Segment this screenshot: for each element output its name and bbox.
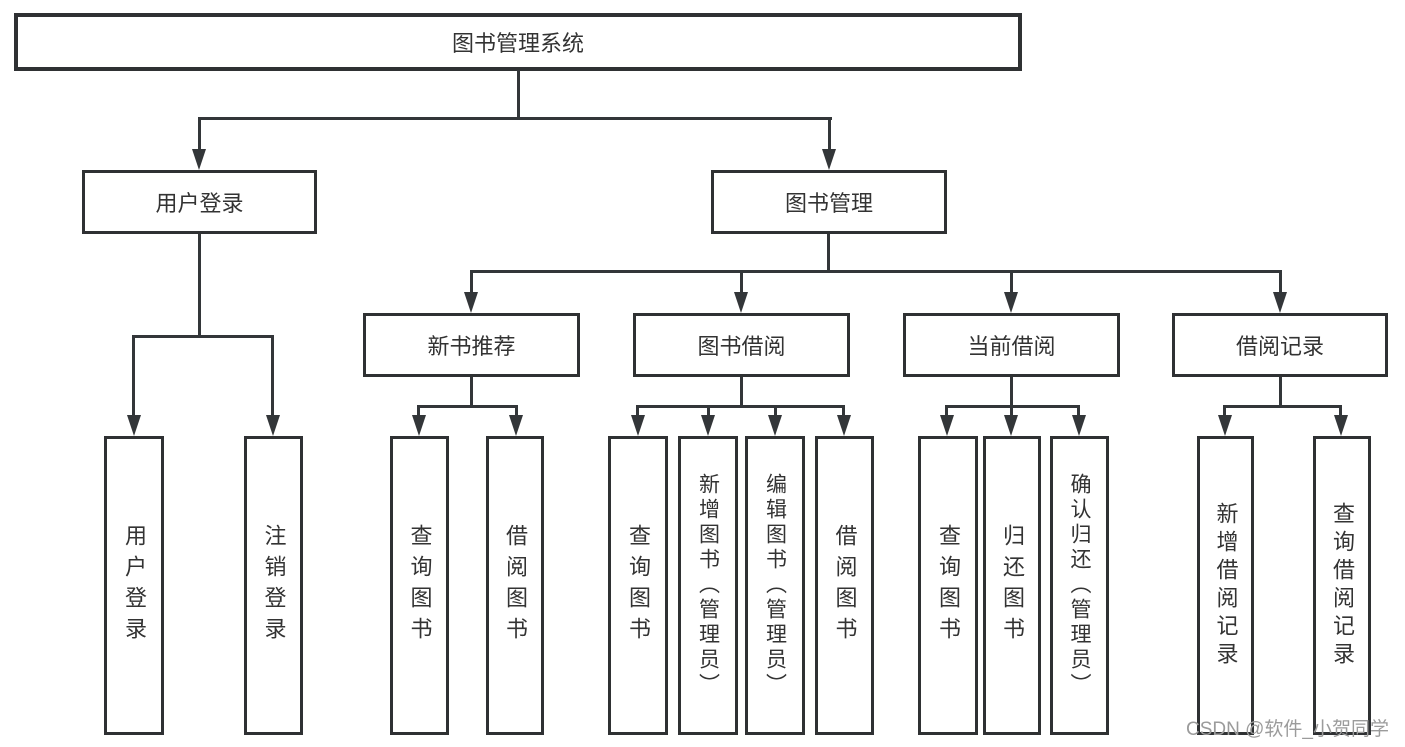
- node-borrowing-records: 借阅记录: [1172, 313, 1388, 377]
- connector-line: [740, 377, 743, 408]
- arrowhead-down-icon: [1072, 415, 1086, 436]
- connector-line: [1223, 405, 1342, 408]
- connector-line: [470, 377, 473, 408]
- arrowhead-down-icon: [1334, 415, 1348, 436]
- connector-line: [827, 234, 830, 272]
- node-label: 新书推荐: [427, 334, 516, 359]
- arrowhead-down-icon: [509, 415, 523, 436]
- node-label: 新增借阅记录: [1213, 501, 1239, 670]
- node-label: 当前借阅: [967, 334, 1056, 359]
- connector-line: [1010, 270, 1013, 294]
- node-new-book-recommendation: 新书推荐: [363, 313, 580, 377]
- node-label: 编辑图书（管理员）: [763, 473, 787, 698]
- node-leaf-add-borrow-record: 新增借阅记录: [1197, 436, 1254, 735]
- arrowhead-down-icon: [464, 292, 478, 313]
- node-label: 图书管理: [784, 191, 873, 216]
- arrowhead-down-icon: [734, 292, 748, 313]
- node-label: 新增图书（管理员）: [696, 473, 720, 698]
- arrowhead-down-icon: [1004, 415, 1018, 436]
- node-leaf-query-books-3: 查询图书: [918, 436, 978, 735]
- node-label: 借阅图书: [503, 523, 528, 648]
- node-book-management: 图书管理: [711, 170, 947, 234]
- node-label: 图书管理系统: [451, 31, 584, 56]
- connector-line: [417, 405, 518, 408]
- node-leaf-borrow-books-1: 借阅图书: [486, 436, 544, 735]
- connector-line: [198, 117, 201, 152]
- node-current-borrowing: 当前借阅: [903, 313, 1120, 377]
- connector-line: [417, 405, 420, 417]
- node-label: 注销登录: [261, 523, 287, 648]
- connector-line: [636, 405, 845, 408]
- connector-line: [198, 117, 832, 120]
- connector-line: [707, 405, 710, 417]
- node-label: 用户登录: [122, 523, 147, 648]
- node-leaf-query-books-2: 查询图书: [608, 436, 668, 735]
- connector-line: [1279, 377, 1282, 408]
- connector-line: [515, 405, 518, 417]
- connector-line: [828, 117, 831, 152]
- node-label: 借阅记录: [1235, 334, 1324, 359]
- connector-line: [470, 270, 1282, 273]
- connector-line: [271, 335, 274, 415]
- arrowhead-down-icon: [631, 415, 645, 436]
- connector-line: [1339, 405, 1342, 417]
- node-label: 归还图书: [1000, 523, 1025, 648]
- connector-line: [198, 234, 201, 337]
- node-book-borrowing: 图书借阅: [633, 313, 850, 377]
- node-leaf-borrow-books-2: 借阅图书: [815, 436, 874, 735]
- connector-line: [636, 405, 639, 417]
- node-user-login: 用户登录: [82, 170, 317, 234]
- connector-line: [1279, 270, 1282, 294]
- arrowhead-down-icon: [266, 415, 280, 436]
- connector-line: [132, 335, 274, 338]
- connector-line: [842, 405, 845, 417]
- node-label: 查询图书: [936, 523, 961, 648]
- node-leaf-add-books-admin: 新增图书（管理员）: [678, 436, 738, 735]
- arrowhead-down-icon: [192, 149, 206, 170]
- arrowhead-down-icon: [768, 415, 782, 436]
- connector-line: [517, 70, 520, 119]
- arrowhead-down-icon: [127, 415, 141, 436]
- node-label: 查询图书: [407, 523, 433, 648]
- arrowhead-down-icon: [412, 415, 426, 436]
- node-leaf-return-books: 归还图书: [983, 436, 1041, 735]
- connector-line: [1010, 377, 1013, 408]
- connector-line: [1077, 405, 1080, 417]
- node-leaf-user-login: 用户登录: [104, 436, 164, 735]
- connector-line: [774, 405, 777, 417]
- node-leaf-query-borrow-record: 查询借阅记录: [1313, 436, 1371, 735]
- connector-line: [740, 270, 743, 294]
- node-label: 确认归还（管理员）: [1068, 473, 1091, 698]
- arrowhead-down-icon: [822, 149, 836, 170]
- connector-line: [1223, 405, 1226, 417]
- arrowhead-down-icon: [1273, 292, 1287, 313]
- node-label: 图书借阅: [697, 334, 786, 359]
- node-leaf-confirm-return-admin: 确认归还（管理员）: [1050, 436, 1109, 735]
- node-leaf-query-books-1: 查询图书: [390, 436, 449, 735]
- csdn-watermark: CSDN @软件_小贺同学: [1186, 719, 1389, 740]
- node-label: 用户登录: [155, 191, 244, 216]
- arrowhead-down-icon: [701, 415, 715, 436]
- arrowhead-down-icon: [940, 415, 954, 436]
- connector-line: [470, 270, 473, 294]
- connector-line: [132, 335, 135, 415]
- node-leaf-edit-books-admin: 编辑图书（管理员）: [745, 436, 805, 735]
- arrowhead-down-icon: [1004, 292, 1018, 313]
- connector-line: [1010, 405, 1013, 417]
- node-library-management-system: 图书管理系统: [14, 13, 1022, 71]
- node-leaf-logout: 注销登录: [244, 436, 303, 735]
- node-label: 查询图书: [626, 523, 651, 648]
- arrowhead-down-icon: [1218, 415, 1232, 436]
- node-label: 借阅图书: [832, 523, 858, 648]
- arrowhead-down-icon: [837, 415, 851, 436]
- connector-line: [945, 405, 948, 417]
- node-label: 查询借阅记录: [1330, 501, 1355, 670]
